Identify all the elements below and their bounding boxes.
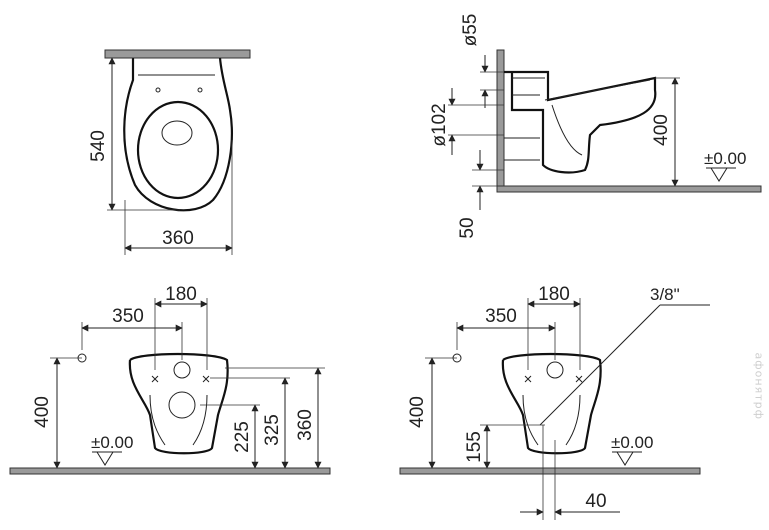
thread-leader [539, 304, 661, 426]
thread-label: 3/8" [650, 285, 680, 304]
level-marker-right [612, 451, 642, 466]
floor-level-label: ±0.00 [704, 149, 746, 168]
dim-drain-diameter: ø55 [460, 14, 481, 47]
toilet-front-outline-right [501, 352, 602, 455]
level-marker [706, 167, 736, 182]
dim-outlet-diameter: ø102 [429, 103, 450, 146]
dim-h2-left: 325 [262, 414, 283, 446]
side-view: ø55 ø102 50 400 ±0.00 [429, 14, 762, 239]
dim-h3-left: 360 [295, 409, 316, 441]
toilet-side-inner [512, 77, 651, 156]
dim-rim-height: 400 [651, 114, 672, 146]
dim-floor-gap: 50 [457, 217, 478, 238]
side-floor [496, 185, 762, 193]
toilet-front-inner-right [522, 394, 581, 446]
bolt-mark-left [151, 375, 210, 383]
front-view-right: 350 180 3/8" 400 155 ±0.00 40 [399, 284, 710, 520]
toilet-front-outline-left [128, 352, 229, 455]
dim-inlet-height-left: 400 [32, 396, 53, 428]
dim-bolt-spacing-right: 180 [538, 284, 570, 305]
dim-outlet-offset: 40 [585, 491, 606, 512]
floor-level-label-left: ±0.00 [91, 433, 133, 452]
level-marker-left [92, 451, 122, 466]
front-hole-2 [168, 391, 196, 419]
dim-inlet-height-right: 400 [407, 396, 428, 428]
bowl-opening [136, 100, 220, 200]
top-wall [104, 49, 251, 59]
toilet-outlet [504, 137, 540, 161]
toilet-side-outline [504, 70, 657, 174]
dim-offset-right: 350 [485, 306, 517, 327]
dim-offset-left: 350 [112, 306, 144, 327]
front-view-left: 350 180 400 ±0.00 225 325 360 [9, 284, 331, 475]
dim-depth: 540 [88, 130, 109, 162]
floor-level-label-right: ±0.00 [611, 433, 653, 452]
fixing-hole-left [155, 87, 161, 93]
fixing-hole-right [197, 87, 203, 93]
floor-left [9, 467, 331, 475]
top-view: 540 360 [88, 49, 251, 255]
watermark: афонятрф [752, 352, 765, 420]
toilet-top-outline [123, 57, 233, 212]
dim-bolt-spacing-left: 180 [165, 284, 197, 305]
front-hole-1 [173, 361, 191, 379]
bowl-inner [161, 120, 193, 146]
dim-outlet-height-right: 155 [464, 431, 485, 463]
dim-h1-left: 225 [232, 421, 253, 453]
toilet-front-inner-left [149, 394, 208, 446]
bolt-mark-right [524, 375, 583, 383]
front-hole-right [546, 361, 564, 379]
side-wall [496, 49, 505, 191]
dim-width: 360 [162, 228, 194, 249]
floor-right [399, 467, 701, 475]
